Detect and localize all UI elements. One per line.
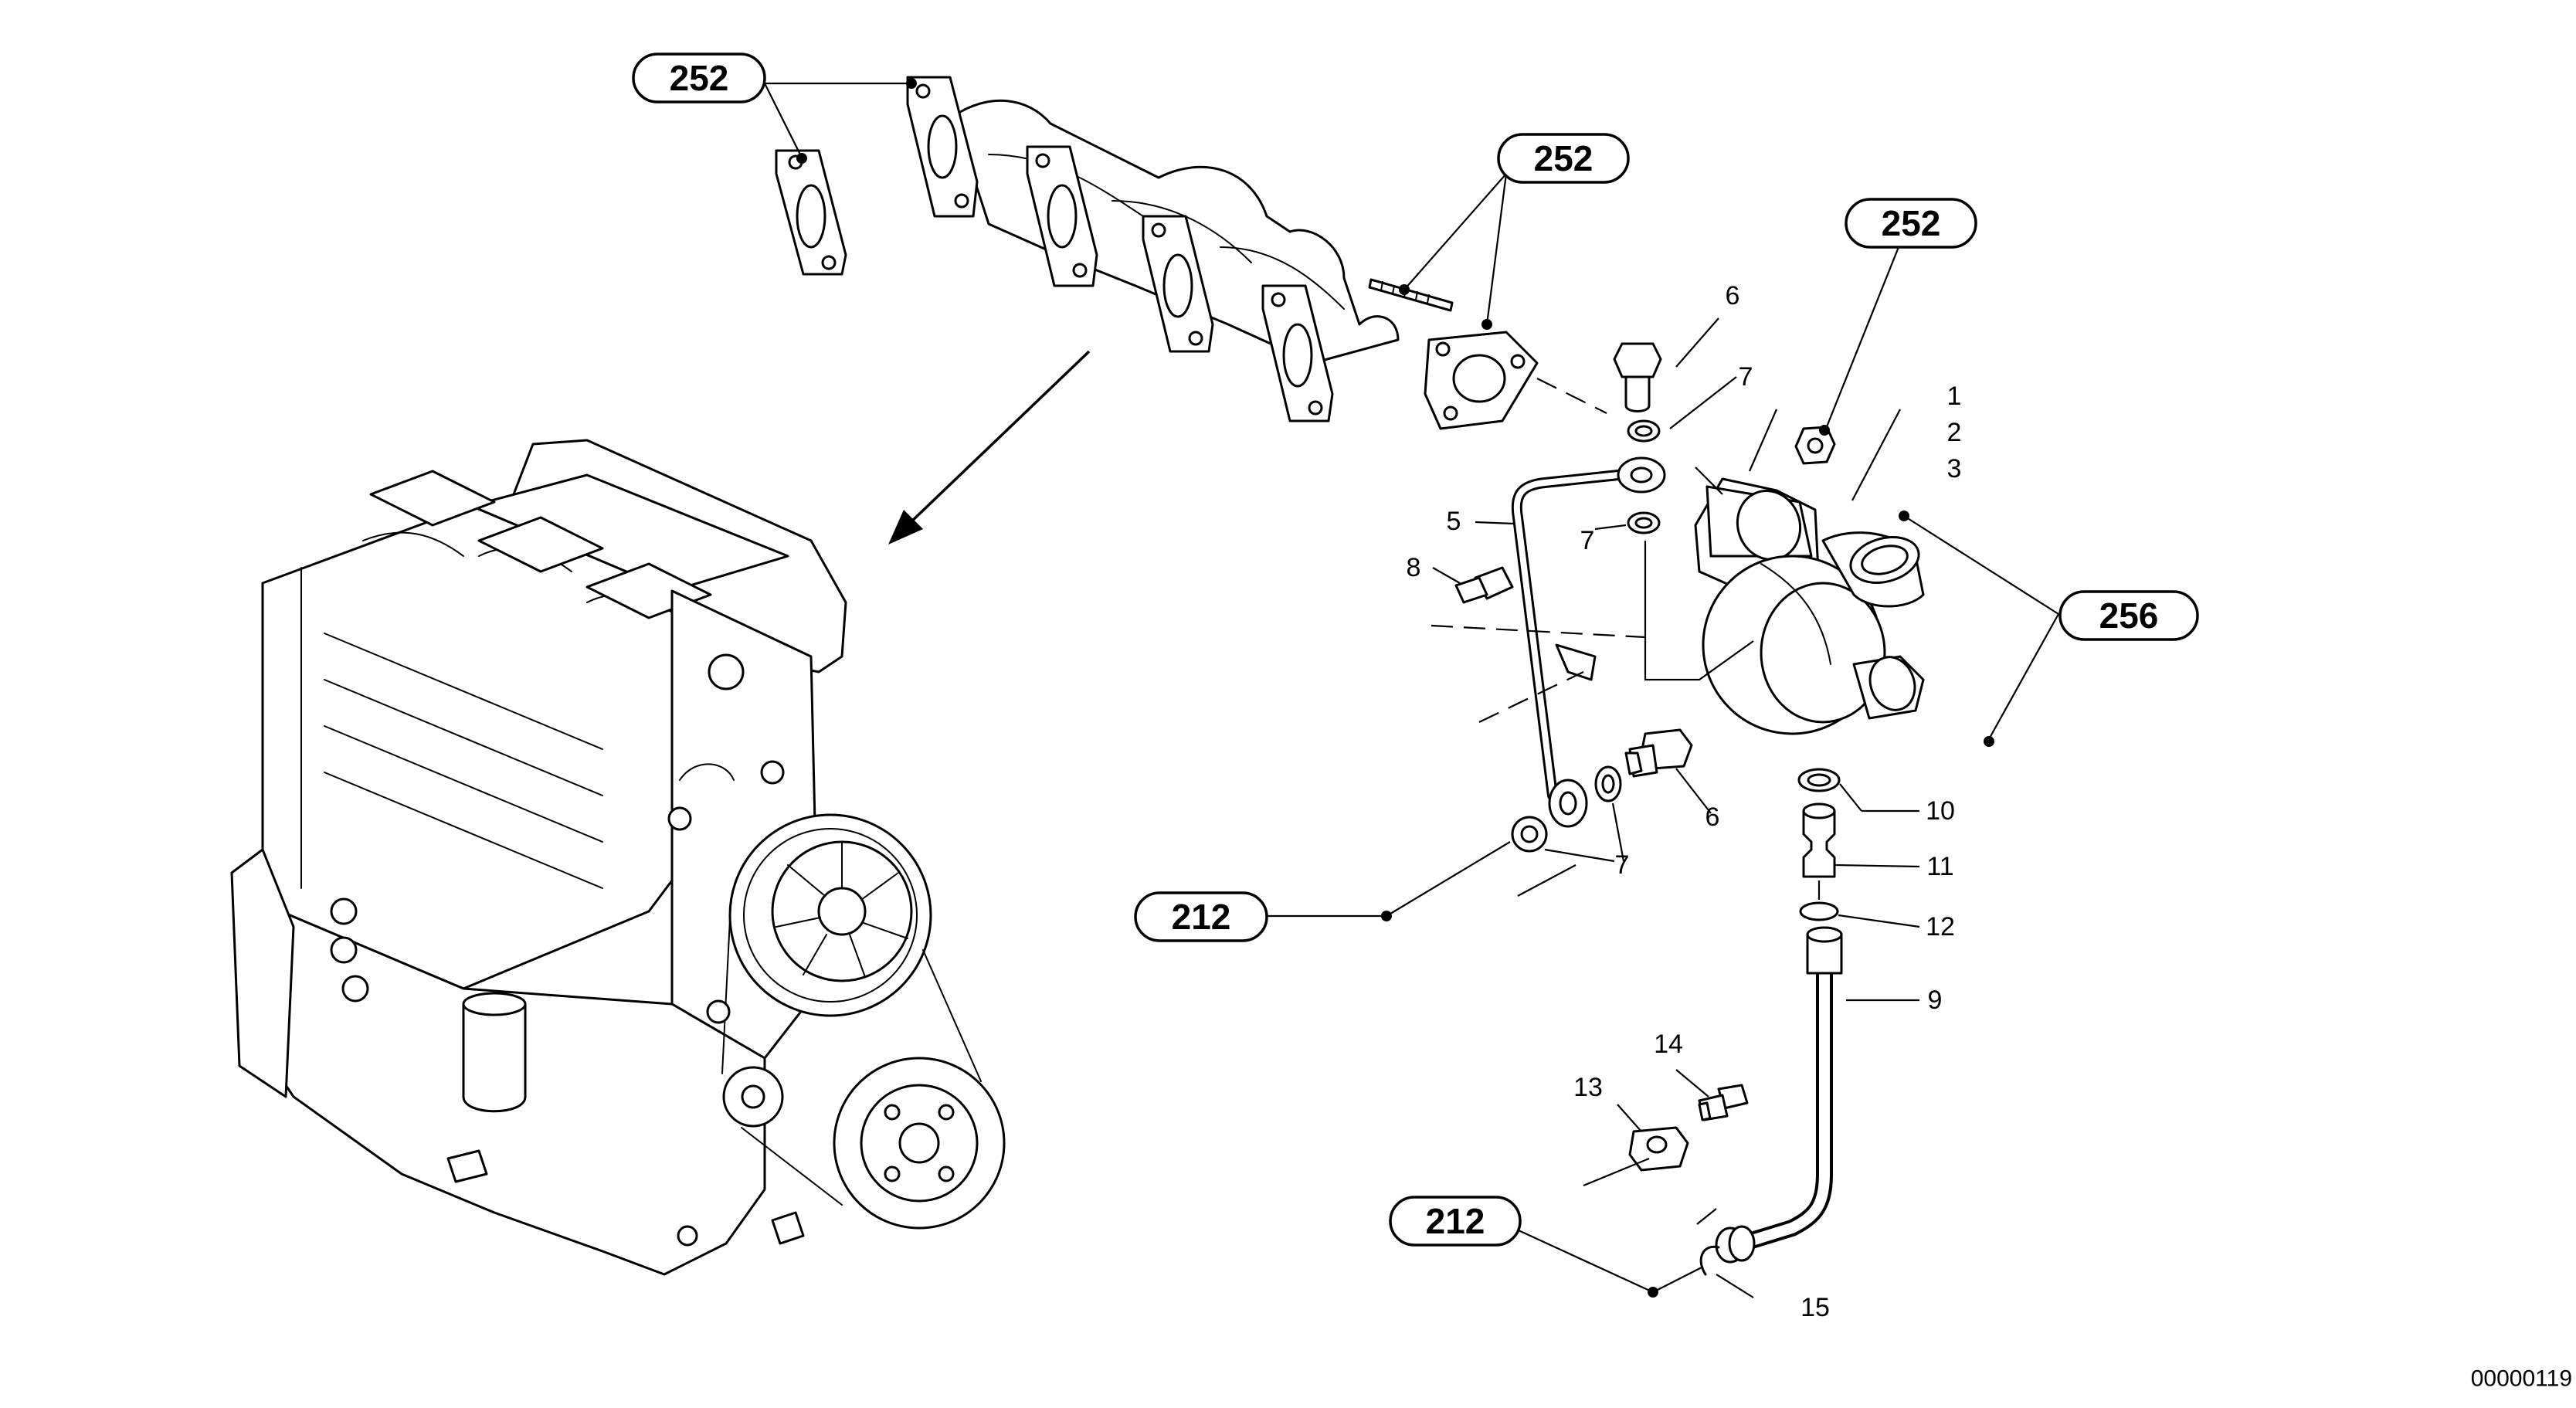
part-number-8: 8 — [1407, 553, 1421, 582]
part-number-2: 2 — [1947, 418, 1962, 447]
group-ref-256: 256 — [2058, 590, 2199, 641]
circlip-15 — [1699, 1245, 1720, 1276]
sealing-washer-7-lower-left — [1511, 816, 1548, 853]
part-number-10: 10 — [1926, 796, 1955, 826]
part-number-labels: 1 2 3 5 6 6 7 7 7 7 8 9 10 11 12 13 14 1… — [1407, 281, 1962, 1322]
plug-8 — [1454, 566, 1514, 604]
group-ref-212-lower: 212 — [1389, 1196, 1522, 1247]
engine-assembly-illustration — [230, 439, 1006, 1276]
sealing-washer-7-upper — [1627, 419, 1661, 443]
part-number-7-lower: 7 — [1615, 850, 1630, 880]
part-number-7-middle: 7 — [1580, 526, 1595, 555]
leader-lines — [764, 82, 2059, 1298]
banjo-bolt-6-lower — [1624, 728, 1693, 778]
group-ref-212-upper: 212 — [1134, 891, 1268, 942]
part-number-7-upper: 7 — [1739, 362, 1753, 392]
group-ref-252-right: 252 — [1845, 198, 1977, 249]
explode-direction-arrow — [888, 350, 1091, 545]
group-ref-label: 212 — [1426, 1201, 1485, 1241]
drawing-id: 00000119 — [2471, 1366, 2572, 1392]
oil-return-pipe-9 — [1715, 926, 1843, 1264]
part-number-15: 15 — [1800, 1293, 1830, 1322]
manifold-flange-3 — [1142, 215, 1214, 353]
sealing-ring-10 — [1797, 768, 1841, 792]
part-number-1: 1 — [1947, 382, 1962, 411]
part-number-11: 11 — [1926, 852, 1953, 881]
manifold-flange-4 — [1261, 284, 1334, 422]
oil-feed-line-5 — [1511, 456, 1666, 828]
sealing-washer-7-lower-right — [1594, 765, 1622, 802]
group-ref-label: 212 — [1172, 897, 1231, 937]
manifold-flange-2 — [1026, 145, 1098, 287]
o-ring-12 — [1799, 901, 1839, 921]
part-number-5: 5 — [1447, 507, 1461, 536]
turbo-flange-gasket — [1424, 331, 1539, 430]
manifold-flange-1 — [906, 76, 979, 218]
group-ref-label: 252 — [1882, 203, 1941, 243]
turbocharger — [1694, 477, 1925, 735]
banjo-bolt-6-top — [1613, 342, 1662, 412]
part-number-3: 3 — [1947, 454, 1962, 483]
leader-dots — [796, 78, 1994, 1298]
screw-14 — [1698, 1084, 1749, 1121]
group-ref-label: 252 — [670, 58, 729, 98]
group-ref-252-middle: 252 — [1497, 133, 1630, 184]
clamp-13 — [1628, 1126, 1689, 1172]
part-number-12: 12 — [1926, 912, 1955, 941]
manifold-stud — [1368, 278, 1454, 312]
manifold-flange-gasket-1 — [775, 149, 847, 276]
part-number-6-top: 6 — [1726, 281, 1740, 310]
group-ref-252-top-left: 252 — [632, 53, 766, 103]
sealing-washer-7-middle — [1627, 511, 1661, 534]
part-number-9: 9 — [1928, 986, 1943, 1015]
part-number-6-lower: 6 — [1705, 802, 1720, 832]
adapter-fitting-11 — [1802, 802, 1836, 878]
part-number-13: 13 — [1573, 1073, 1603, 1102]
group-ref-label: 252 — [1534, 138, 1593, 178]
part-number-14: 14 — [1654, 1030, 1683, 1059]
group-ref-label: 256 — [2099, 595, 2159, 636]
